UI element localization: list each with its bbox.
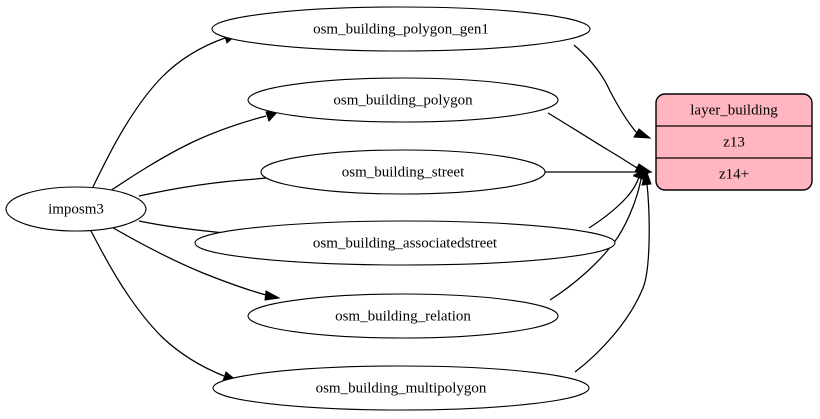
node-osm_building_relation-label: osm_building_relation bbox=[335, 308, 471, 324]
edge-osm_building_polygon-to-layer_building-z14plus bbox=[547, 112, 653, 173]
node-osm_building_polygon_gen1-label: osm_building_polygon_gen1 bbox=[313, 21, 489, 37]
node-osm_building_street[interactable]: osm_building_street bbox=[260, 149, 546, 195]
node-osm_building_street-label: osm_building_street bbox=[342, 164, 465, 180]
node-osm_building_relation[interactable]: osm_building_relation bbox=[247, 293, 559, 339]
edge-imposm3-to-osm_building_relation bbox=[109, 225, 281, 301]
edge-osm_building_polygon_gen1-to-layer_building-z13 bbox=[573, 44, 652, 139]
node-osm_building_polygon-shape bbox=[247, 77, 559, 123]
edge-imposm3-to-osm_building_polygon bbox=[106, 109, 281, 194]
node-osm_building_multipolygon[interactable]: osm_building_multipolygon bbox=[212, 365, 590, 411]
node-osm_building_associatedstreet[interactable]: osm_building_associatedstreet bbox=[194, 220, 616, 266]
zoom-14-plus-label: z14+ bbox=[719, 166, 749, 182]
node-osm_building_polygon_gen1[interactable]: osm_building_polygon_gen1 bbox=[211, 6, 591, 52]
node-osm_building_relation-shape bbox=[247, 293, 559, 339]
node-layer_building-shape bbox=[655, 93, 813, 191]
edge-osm_building_multipolygon-to-layer_building-z14plus bbox=[574, 168, 652, 373]
node-osm_building_polygon[interactable]: osm_building_polygon bbox=[247, 77, 559, 123]
node-osm_building_associatedstreet-shape bbox=[194, 220, 616, 266]
node-osm_building_associatedstreet-label: osm_building_associatedstreet bbox=[313, 235, 498, 251]
zoom-13-label: z13 bbox=[723, 134, 745, 150]
node-osm_building_street-shape bbox=[260, 149, 546, 195]
node-osm_building_multipolygon-shape bbox=[212, 365, 590, 411]
edge-group-tables-to-layer bbox=[545, 44, 653, 373]
node-osm_building_multipolygon-label: osm_building_multipolygon bbox=[316, 380, 487, 396]
node-imposm3[interactable]: imposm3 bbox=[5, 186, 147, 232]
node-osm_building_polygon-label: osm_building_polygon bbox=[333, 92, 473, 108]
node-imposm3-label: imposm3 bbox=[48, 201, 104, 217]
node-imposm3-shape bbox=[5, 186, 147, 232]
node-osm_building_polygon_gen1-shape bbox=[211, 6, 591, 52]
edge-imposm3-to-osm_building_polygon_gen1 bbox=[91, 32, 240, 190]
layer-name-label: layer_building bbox=[690, 102, 778, 118]
node-layer_building[interactable]: layer_building z13 z14+ bbox=[655, 93, 813, 191]
edge-osm_building_associatedstreet-to-layer_building-z14plus bbox=[588, 169, 647, 229]
